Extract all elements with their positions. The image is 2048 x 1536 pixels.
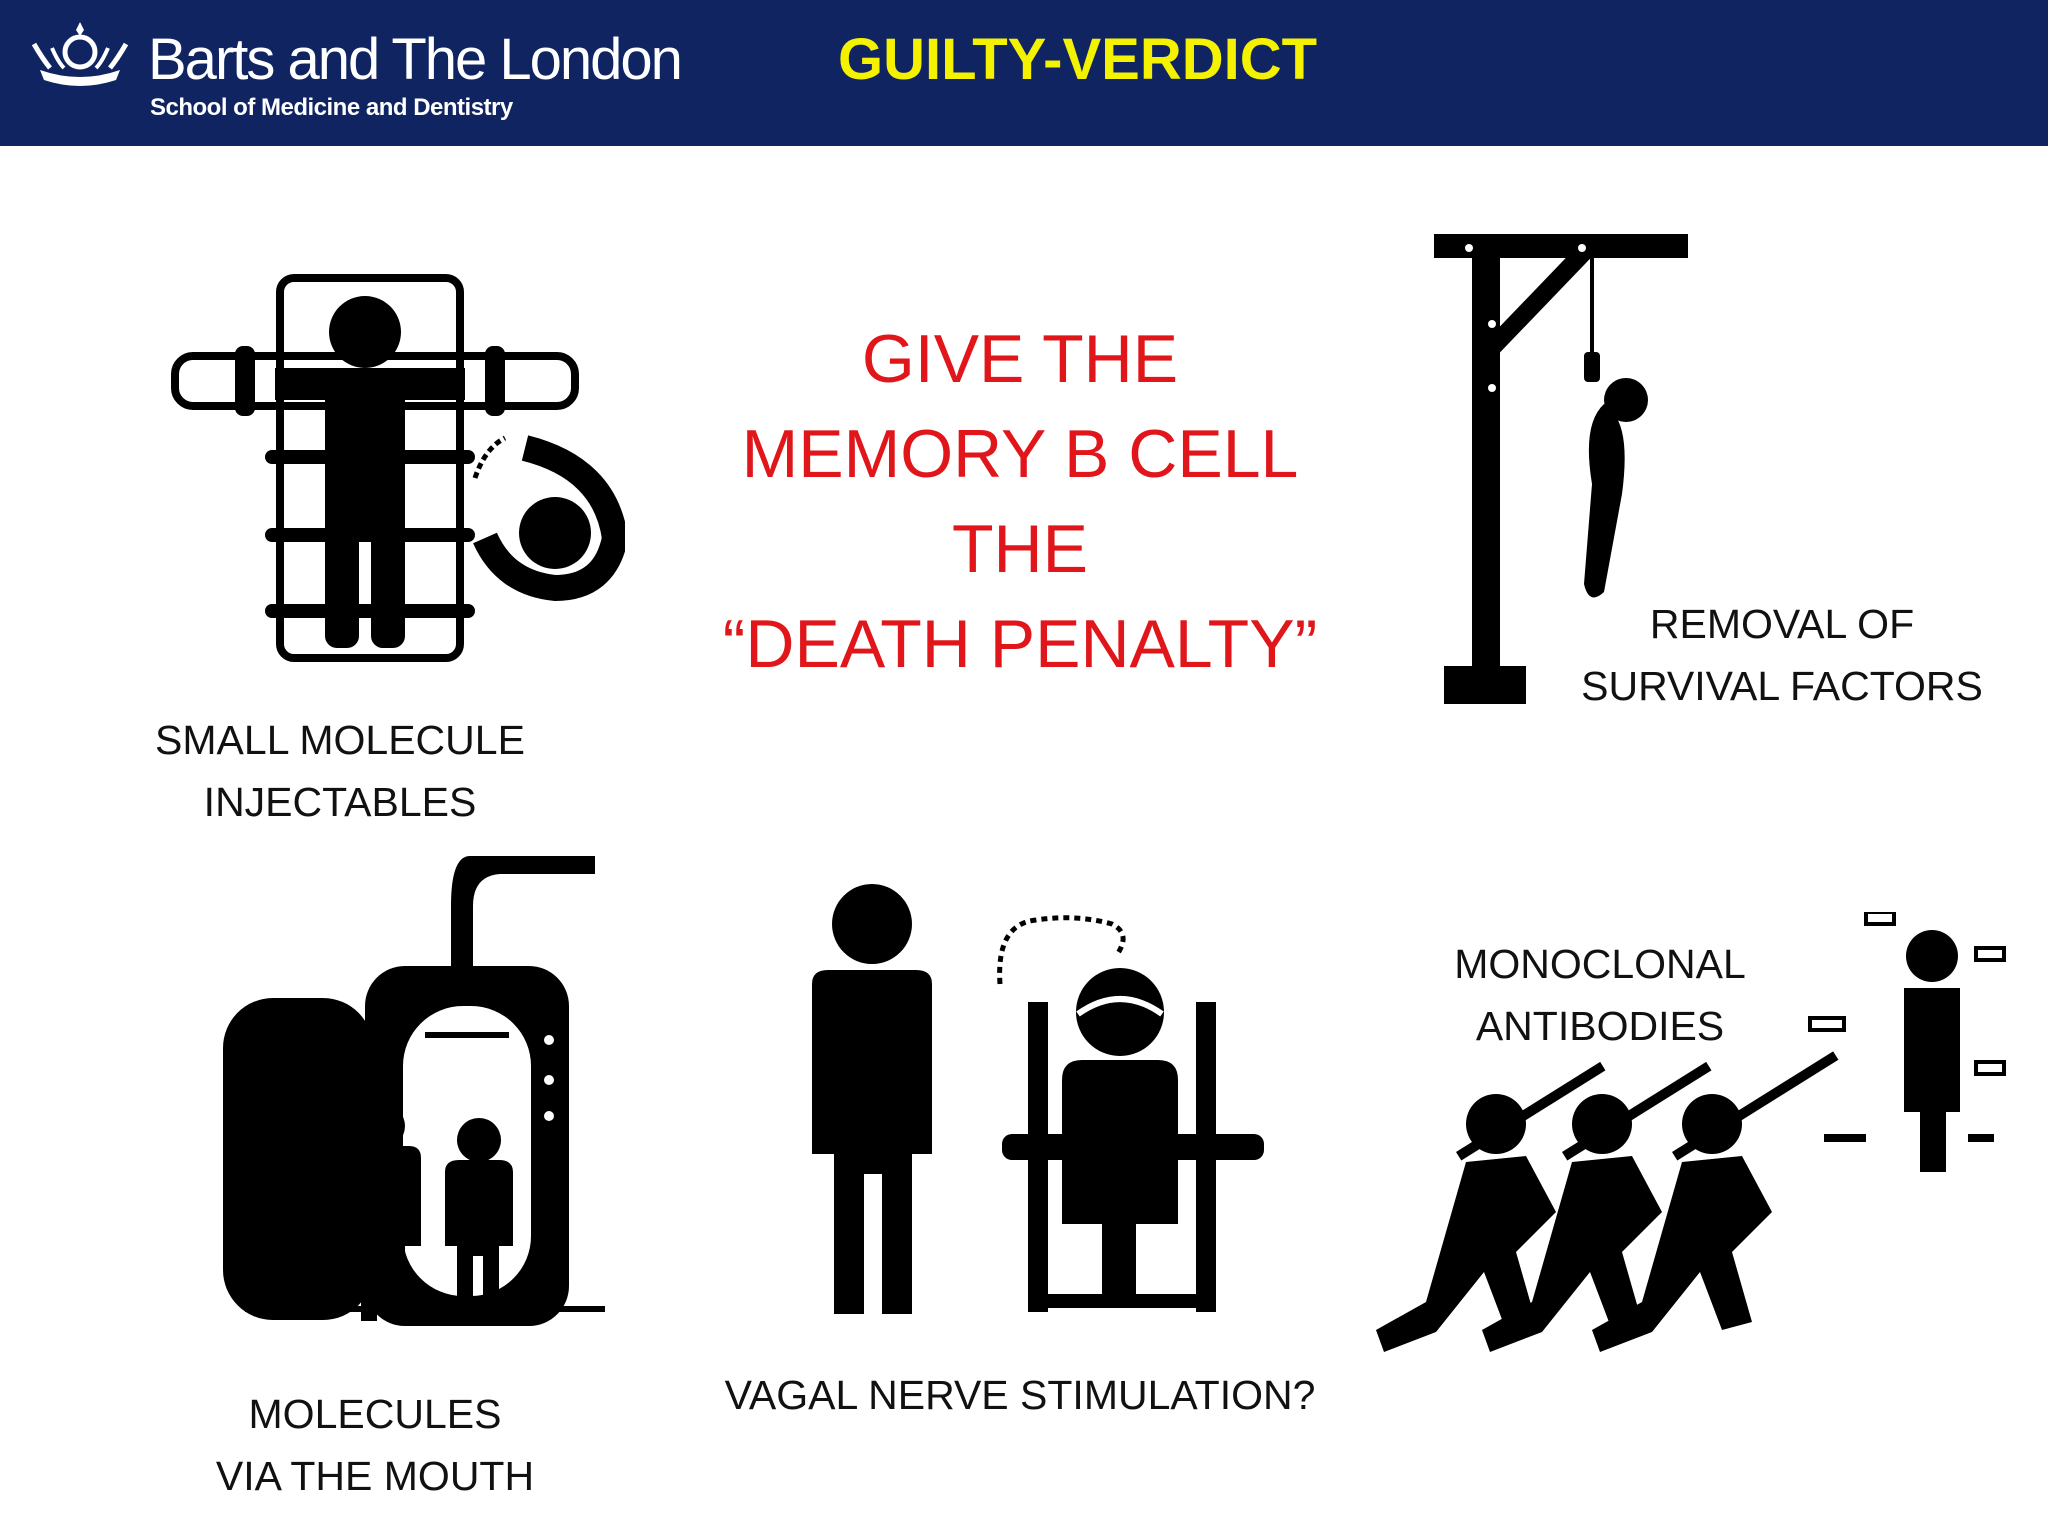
crown-logo-icon [31,22,129,86]
headline: GIVE THE MEMORY B CELL THE “DEATH PENALT… [700,312,1340,692]
org-name: Barts and The London [148,27,683,92]
caption-line: SURVIVAL FACTORS [1581,663,1983,709]
caption-line: MONOCLONAL [1454,941,1746,987]
caption-line: VIA THE MOUTH [215,1453,535,1499]
header-bar: Barts and The London School of Medicine … [0,0,2048,146]
gas-chamber-icon [223,856,605,1326]
caption-injection: SMALL MOLECULE INJECTABLES [120,709,560,833]
caption-line: INJECTABLES [203,779,477,825]
headline-line: MEMORY B CELL [741,416,1299,492]
gallows-icon [1434,234,1688,704]
caption-line: VAGAL NERVE STIMULATION? [724,1372,1316,1418]
firing-squad-icon [1376,912,2006,1352]
electric-chair-icon [812,884,1264,1314]
caption-gas-chamber: MOLECULES VIA THE MOUTH [180,1383,570,1507]
slide-title: GUILTY-VERDICT [838,27,1318,92]
headline-line: “DEATH PENALTY” [722,606,1318,682]
headline-line: THE [952,511,1088,587]
caption-hanging: REMOVAL OF SURVIVAL FACTORS [1580,593,1984,717]
caption-line: ANTIBODIES [1475,1003,1725,1049]
caption-line: SMALL MOLECULE [155,717,525,763]
caption-firing-squad: MONOCLONAL ANTIBODIES [1400,933,1800,1057]
caption-line: MOLECULES [248,1391,502,1437]
headline-line: GIVE THE [861,321,1179,397]
caption-line: REMOVAL OF [1649,601,1915,647]
caption-electric-chair: VAGAL NERVE STIMULATION? [710,1364,1330,1426]
lethal-injection-icon [171,274,625,662]
org-subtitle: School of Medicine and Dentistry [150,94,513,121]
